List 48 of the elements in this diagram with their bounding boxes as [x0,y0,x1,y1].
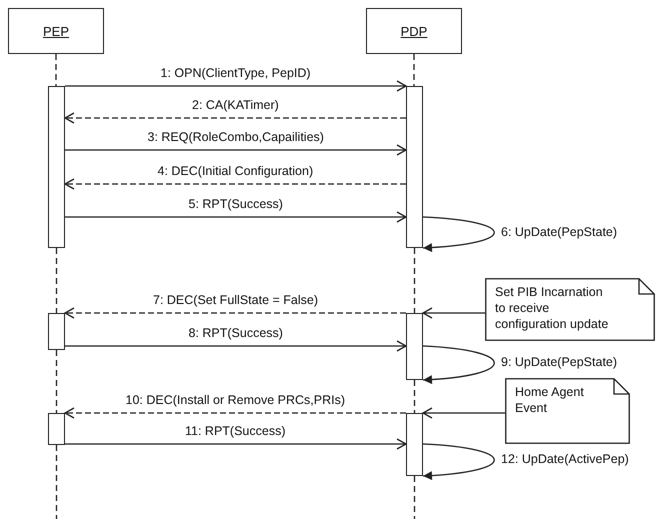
message-arrow [64,407,406,419]
note-arrow [422,407,505,419]
note-text: Set PIB Incarnation to receive configuration update [495,284,610,332]
edge-label: 8: RPT(Success) [186,326,285,340]
edge-label: 6: UpDate(PepState) [500,224,618,238]
edge-label: 9: UpDate(PepState) [500,355,618,369]
edge-label: 3: REQ(RoleCombo,Capailities) [146,130,326,144]
self-message-arrow [422,345,495,384]
edge-label: 12: UpDate(ActivePep) [500,452,630,466]
lifeline-header-box [8,8,104,54]
message-arrow [65,438,407,450]
edge-label: 10: DEC(Install or Remove PRCs,PRIs) [124,393,348,407]
activation-bar [48,313,65,350]
message-arrow [64,178,406,190]
lifeline-header-box [366,8,462,54]
edge-label: 1: OPN(ClientType, PepID) [158,66,313,80]
message-arrow [65,144,407,156]
participant-name: PDP [400,24,428,38]
lifeline [414,476,416,519]
note [485,278,655,341]
lifeline [55,54,57,86]
edge-label: 4: DEC(Initial Configuration) [156,164,316,178]
lifeline [413,54,415,86]
lifeline [56,350,58,413]
edge-label: 11: RPT(Success) [183,424,288,438]
note-text: Home Agent Event [515,384,585,416]
note-arrow [422,307,485,319]
activation-bar [406,86,423,248]
edge-label: 2: CA(KATimer) [190,98,281,112]
self-message-arrow [422,443,494,480]
lifeline [414,248,416,313]
lifeline [56,445,58,519]
message-arrow [65,80,407,92]
message-arrow [64,112,406,124]
participant-name: PEP [42,24,69,38]
message-arrow [65,211,407,223]
activation-bar [48,86,65,248]
edge-label: 5: RPT(Success) [186,197,285,211]
note [505,378,630,444]
activation-bar [406,413,423,476]
edge-label: 7: DEC(Set FullState = False) [151,293,320,307]
message-arrow [65,340,407,352]
self-message-arrow [422,216,494,252]
activation-bar [406,313,423,380]
lifeline [56,248,58,313]
message-arrow [64,307,406,319]
lifeline [414,380,416,413]
activation-bar [48,413,65,445]
